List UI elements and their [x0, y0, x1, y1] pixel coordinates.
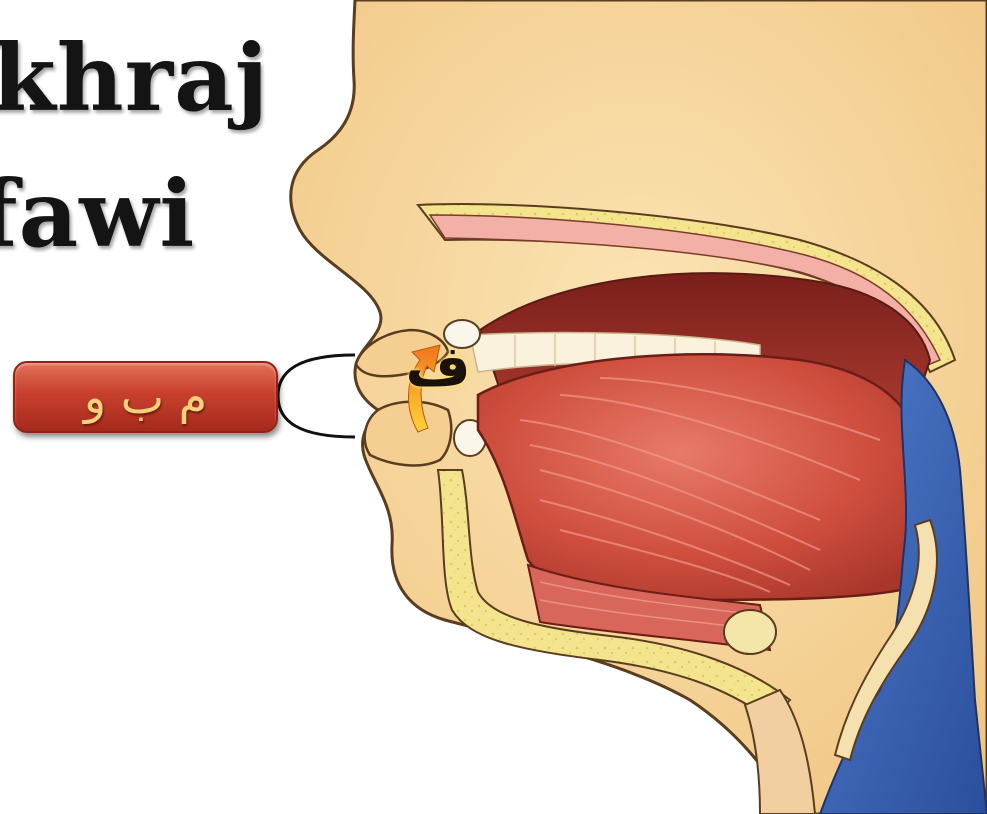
- letters-label: م ب و: [13, 361, 278, 433]
- lower-lip: [365, 402, 452, 466]
- letters-label-text: م ب و: [15, 363, 276, 431]
- focus-letter-fa: ف: [405, 333, 471, 399]
- title-line-2: fawi: [0, 160, 195, 268]
- hyoid-bone: [724, 610, 776, 654]
- lip-bracket-icon: [278, 355, 355, 437]
- title-line-1: khraj: [0, 24, 269, 132]
